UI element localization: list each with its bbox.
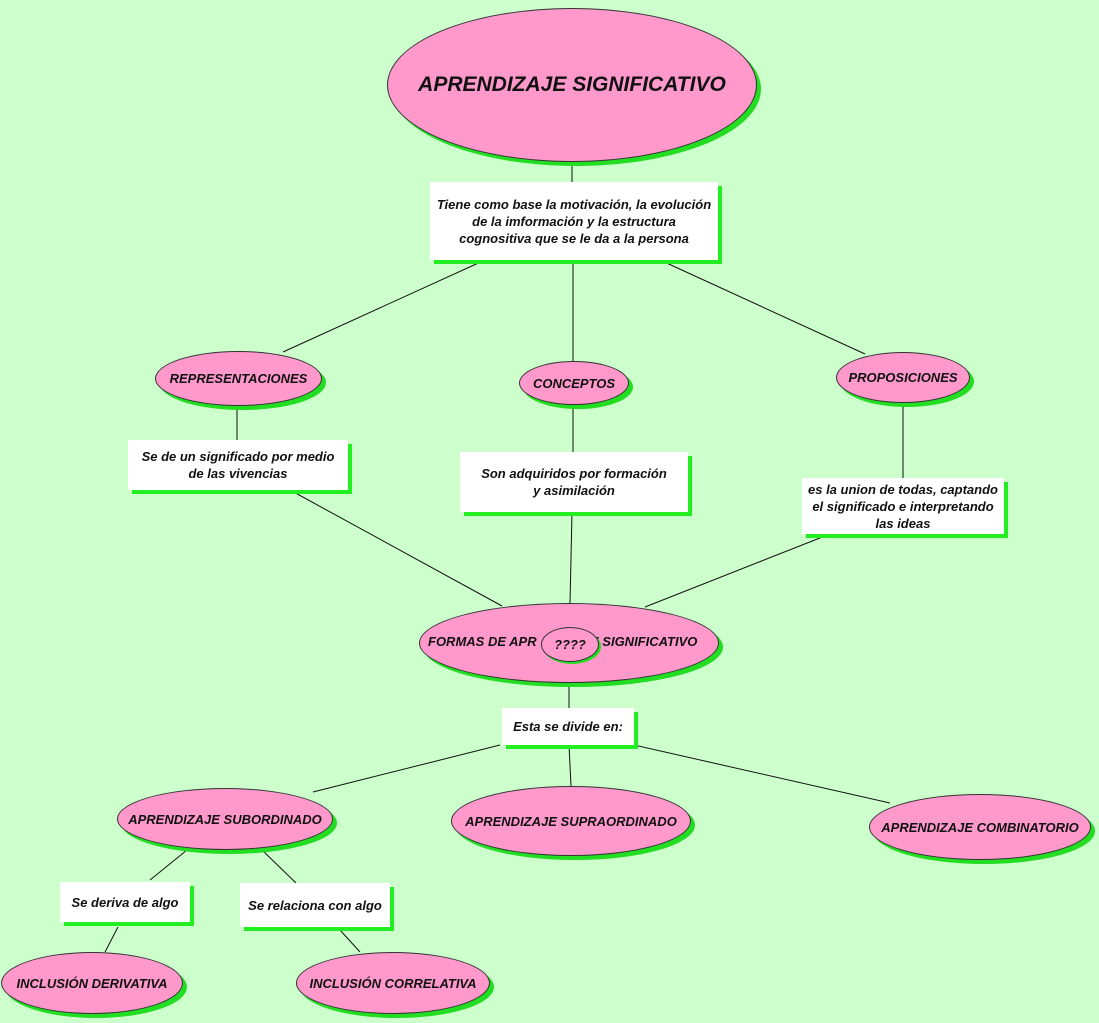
node-representaciones: REPRESENTACIONES — [155, 351, 322, 406]
combinatorio-label: APRENDIZAJE COMBINATORIO — [881, 819, 1079, 835]
line-concdesc-forms — [569, 511, 573, 605]
supraordinado-label: APRENDIZAJE SUPRAORDINADO — [465, 813, 677, 829]
line-divide-subordinado — [312, 744, 501, 793]
subordinado-label: APRENDIZAJE SUBORDINADO — [128, 811, 322, 827]
line-subordinado-deriva — [149, 849, 188, 881]
line-divide-supraordinado — [568, 744, 572, 787]
forms-overlay-text: ???? — [554, 637, 586, 652]
representaciones-desc: Se de un significado por medio de las vi… — [141, 449, 335, 481]
relaciona-text: Se relaciona con algo — [248, 897, 382, 913]
intro-box: Tiene como base la motivación, la evoluc… — [430, 182, 718, 260]
divide-text: Esta se divide en: — [513, 719, 623, 734]
relaciona-box: Se relaciona con algo — [240, 883, 390, 927]
node-subordinado: APRENDIZAJE SUBORDINADO — [117, 788, 333, 850]
proposiciones-desc: es la union de todas, captando el signif… — [808, 481, 998, 531]
node-derivativa: INCLUSIÓN DERIVATIVA — [1, 952, 183, 1014]
correlativa-label: INCLUSIÓN CORRELATIVA — [309, 975, 477, 991]
conceptos-desc: Son adquiridos por formación y asimilaci… — [481, 466, 667, 498]
line-propdesc-forms — [644, 533, 831, 608]
node-supraordinado: APRENDIZAJE SUPRAORDINADO — [451, 786, 691, 856]
proposiciones-label: PROPOSICIONES — [848, 370, 958, 385]
intro-text: Tiene como base la motivación, la evoluc… — [436, 196, 712, 246]
line-divide-combinatorio — [633, 744, 891, 804]
forms-overlay-node: ???? — [541, 627, 599, 662]
representaciones-label: REPRESENTACIONES — [169, 371, 308, 386]
forms-label-left: FORMAS DE APR — [428, 634, 537, 649]
line-repdesc-forms — [289, 489, 503, 607]
node-proposiciones: PROPOSICIONES — [836, 352, 970, 403]
line-intro-proposiciones — [659, 259, 866, 355]
conceptos-label: CONCEPTOS — [532, 375, 616, 391]
deriva-box: Se deriva de algo — [60, 882, 190, 922]
representaciones-desc-box: Se de un significado por medio de las vi… — [128, 440, 348, 490]
line-intro-representaciones — [282, 259, 486, 353]
title-text: APRENDIZAJE SIGNIFICATIVO — [418, 73, 726, 96]
conceptos-desc-box: Son adquiridos por formación y asimilaci… — [460, 452, 688, 512]
node-combinatorio: APRENDIZAJE COMBINATORIO — [869, 794, 1091, 860]
line-relaciona-correlativa — [339, 929, 361, 953]
proposiciones-desc-box: es la union de todas, captando el signif… — [802, 478, 1004, 534]
derivativa-label: INCLUSIÓN DERIVATIVA — [16, 975, 168, 991]
line-deriva-derivativa — [104, 926, 119, 953]
forms-label-right: E SIGNIFICATIVO — [590, 634, 698, 649]
node-correlativa: INCLUSIÓN CORRELATIVA — [296, 952, 490, 1014]
deriva-text: Se deriva de algo — [71, 894, 179, 910]
node-conceptos: CONCEPTOS — [519, 361, 629, 405]
title-node: APRENDIZAJE SIGNIFICATIVO — [387, 8, 757, 162]
line-subordinado-relaciona — [261, 849, 297, 884]
divide-box: Esta se divide en: — [502, 708, 634, 745]
